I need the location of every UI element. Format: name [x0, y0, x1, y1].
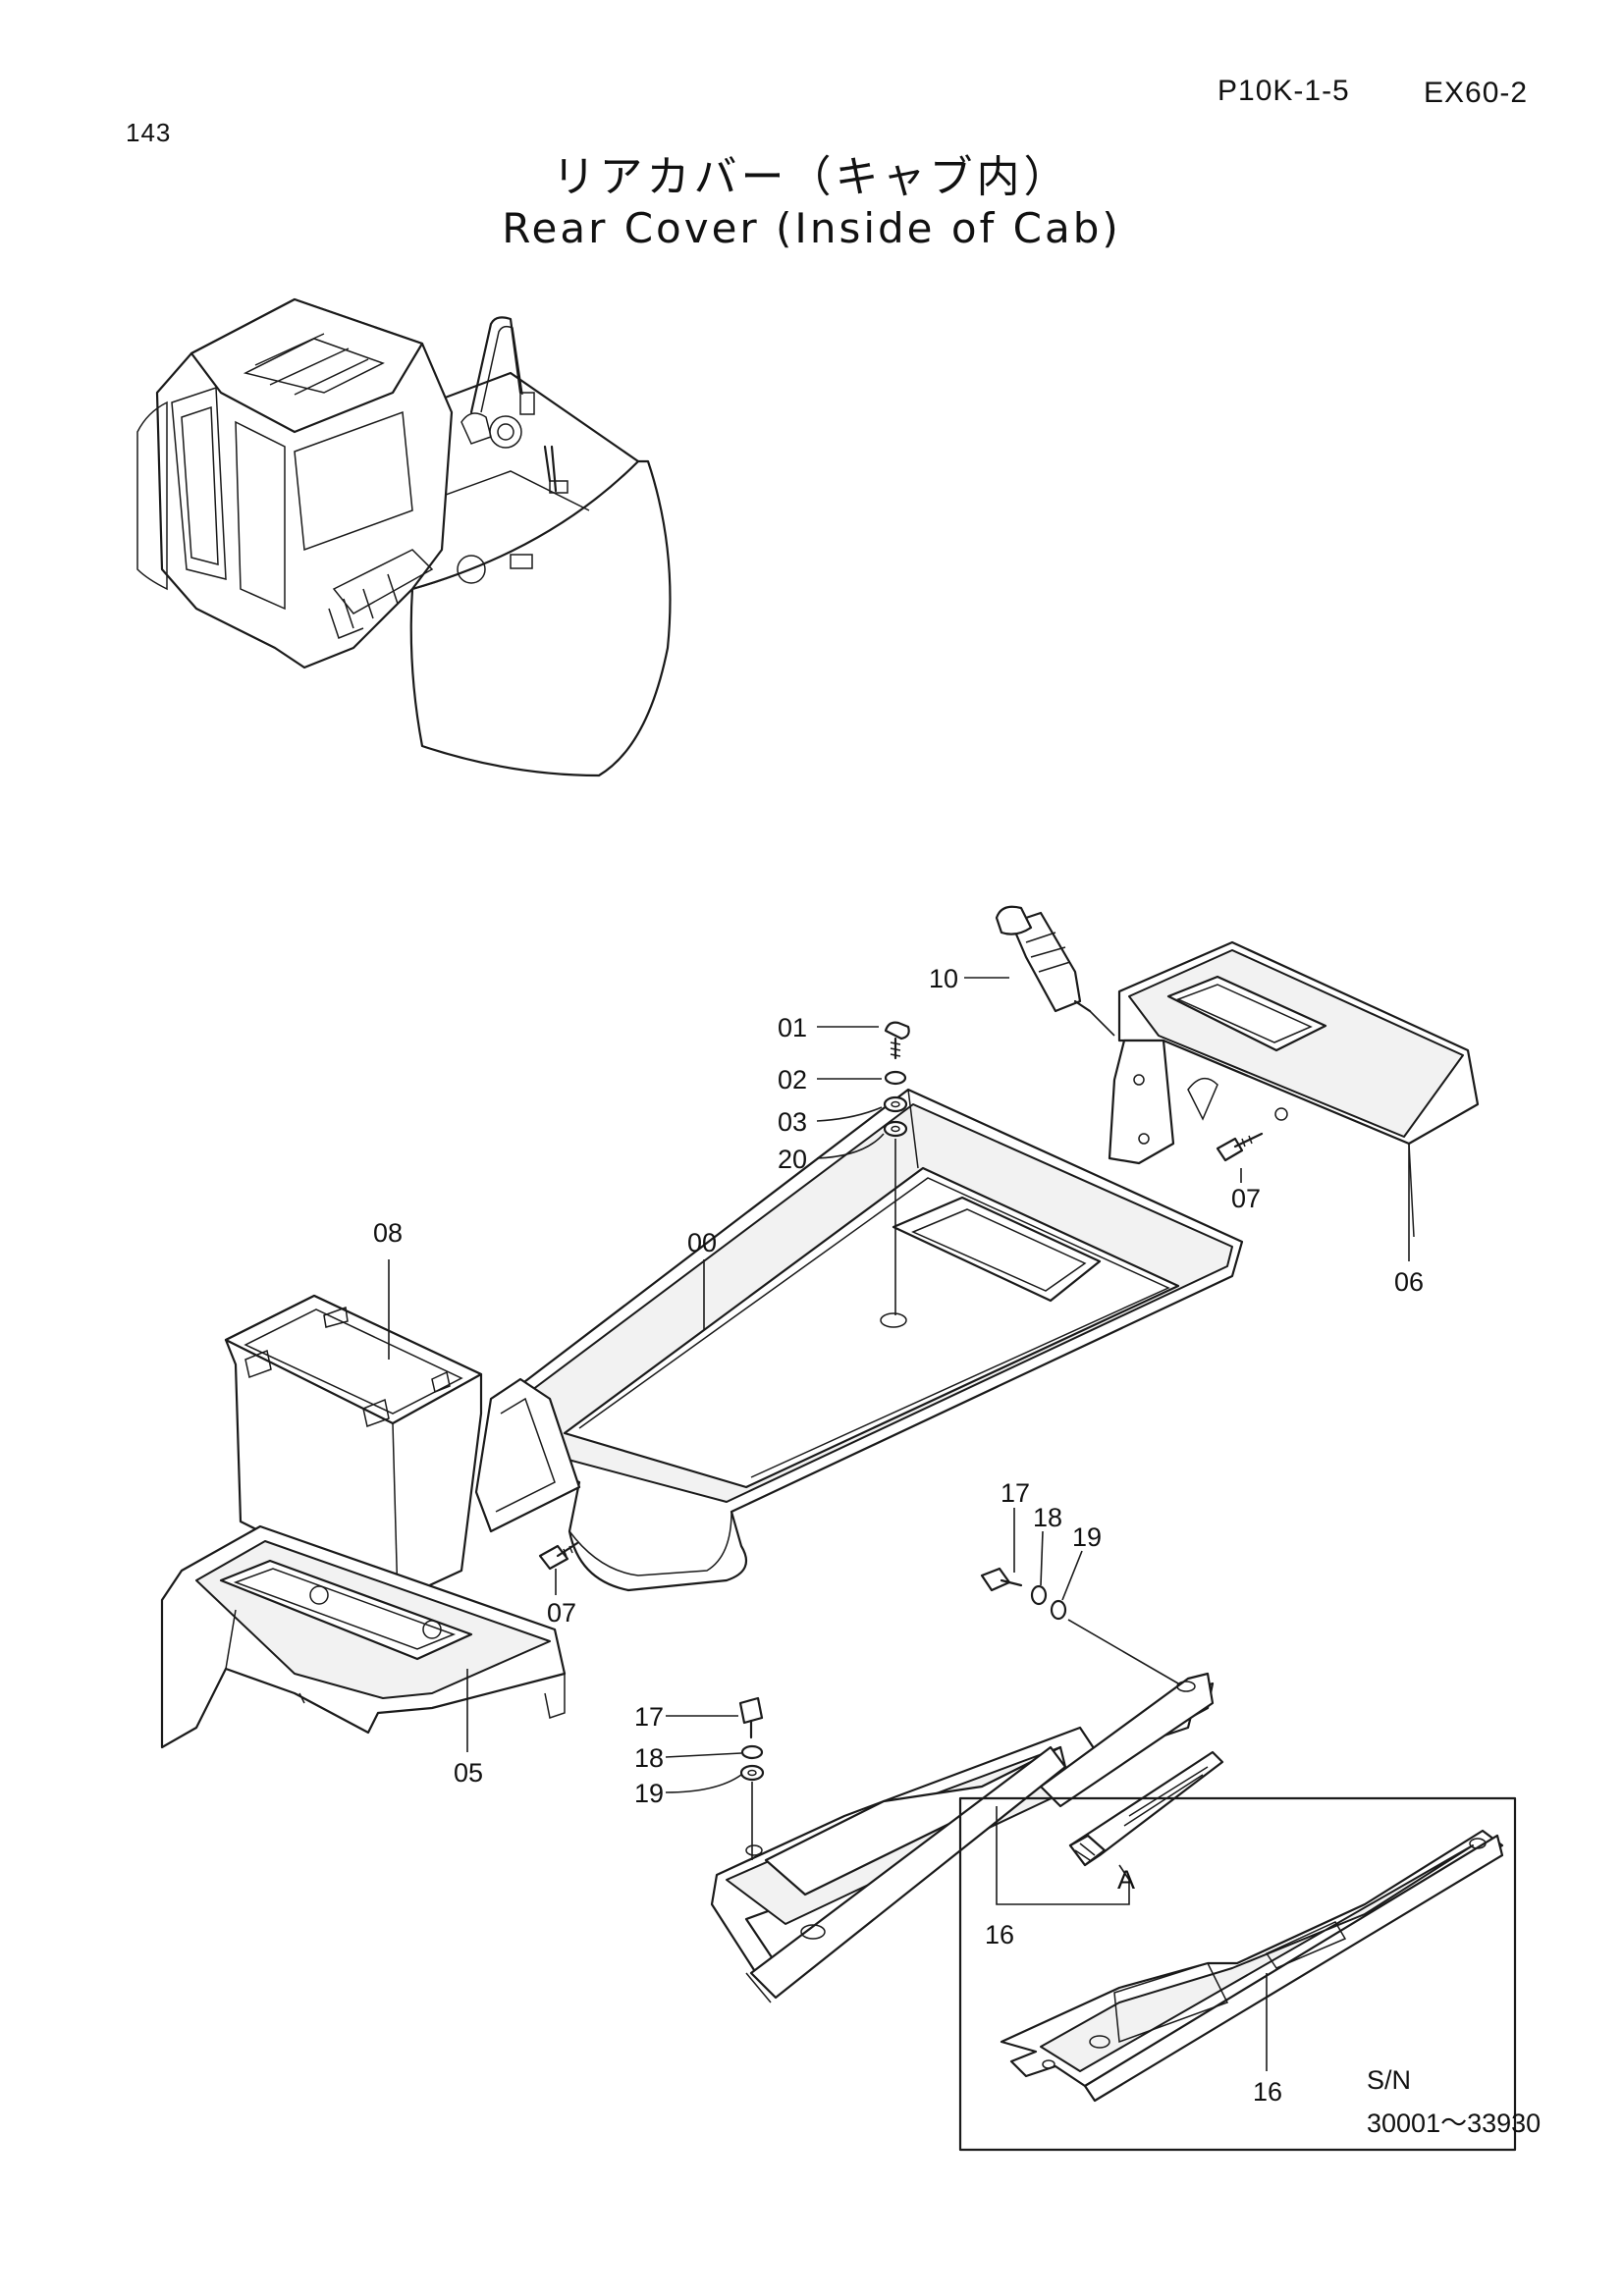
page-number: 143 — [126, 118, 172, 147]
serial-label: S/N — [1367, 2065, 1411, 2095]
callout-06: 06 — [1394, 1267, 1424, 1297]
cab-roof — [189, 297, 424, 434]
callout-02: 02 — [778, 1065, 807, 1095]
part-01-screw — [884, 1021, 910, 1060]
part-00-rear-cover — [474, 1088, 1244, 1592]
part-02-washer — [884, 1070, 907, 1086]
part-08-box — [224, 1294, 483, 1602]
callout-18-upper: 18 — [1033, 1503, 1062, 1532]
callout-16-main: 16 — [985, 1920, 1014, 1949]
callout-detail-a: A — [1117, 1865, 1135, 1895]
callout-07-upper: 07 — [1231, 1184, 1261, 1213]
callout-17-lower: 17 — [634, 1702, 664, 1732]
part-17-bolt-lower — [738, 1696, 764, 1739]
part-07-bolt-lower — [538, 1541, 579, 1571]
leader-lines — [388, 977, 1410, 2071]
title-japanese: リアカバー（キャブ内） — [552, 152, 1071, 202]
part-16-lower-cover — [710, 1672, 1215, 2003]
callout-07-lower: 07 — [547, 1598, 576, 1628]
doc-reference: P10K-1-5 — [1217, 75, 1350, 107]
callout-16-inset: 16 — [1253, 2077, 1282, 2107]
callout-03: 03 — [778, 1107, 807, 1137]
callout-10: 10 — [929, 964, 958, 993]
locator-view — [136, 297, 672, 777]
detail-a-clip — [1068, 1750, 1224, 1867]
part-18-washer-lower — [740, 1744, 764, 1760]
callout-20: 20 — [778, 1145, 807, 1174]
callout-labels: 00 01 02 03 20 10 07 06 08 07 05 17 18 1… — [373, 964, 1541, 2138]
title-english: Rear Cover (Inside of Cab) — [502, 204, 1121, 252]
callout-08: 08 — [373, 1218, 403, 1248]
part-06-right-cover — [1108, 940, 1480, 1238]
callout-17-upper: 17 — [1001, 1478, 1030, 1508]
callout-19-upper: 19 — [1072, 1522, 1102, 1552]
callout-19-lower: 19 — [634, 1779, 664, 1808]
callout-05: 05 — [454, 1758, 483, 1788]
serial-range: 30001～33930 — [1367, 2109, 1541, 2138]
part-10-latch — [995, 905, 1092, 1013]
inset-frame — [958, 1796, 1517, 2152]
part-07-bolt-upper — [1216, 1132, 1264, 1162]
callout-01: 01 — [778, 1013, 807, 1042]
part-03-washer — [883, 1095, 908, 1113]
fasteners — [538, 1021, 1264, 1782]
callout-18-lower: 18 — [634, 1743, 664, 1773]
part-17-bolt-upper — [980, 1567, 1023, 1592]
part-19-washer-lower — [739, 1764, 765, 1782]
part-05-left-stand — [160, 1524, 567, 1749]
part-19-washer-upper — [1050, 1599, 1067, 1621]
callout-00: 00 — [687, 1228, 717, 1257]
part-20-washer — [883, 1120, 908, 1138]
part-18-washer-upper — [1030, 1584, 1048, 1606]
model-code: EX60-2 — [1424, 77, 1529, 109]
